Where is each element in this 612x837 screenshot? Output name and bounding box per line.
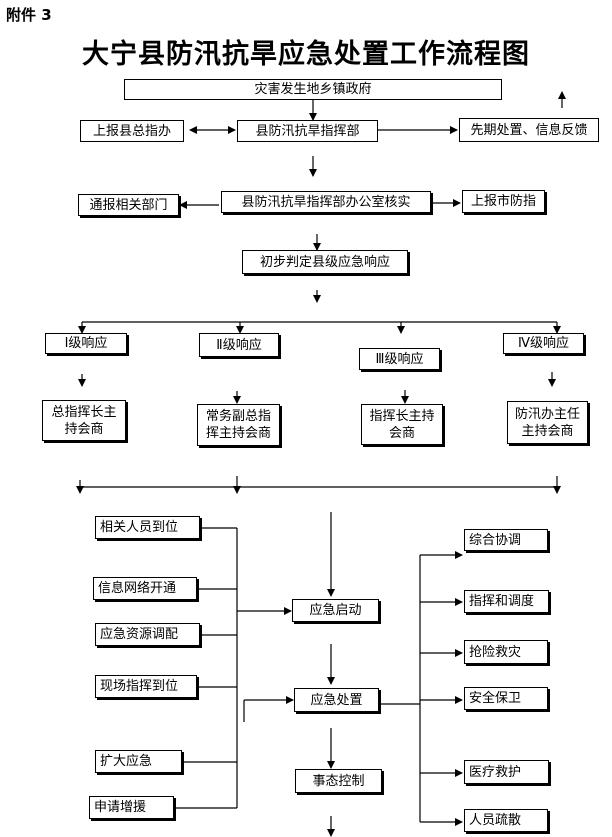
right-item-label: 安全保卫 bbox=[469, 691, 522, 706]
notify-departments-label: 通报相关部门 bbox=[89, 197, 168, 213]
level-3-action-label: 指挥长主持会商 bbox=[369, 408, 435, 441]
center-item-start: 应急启动 bbox=[292, 599, 379, 622]
right-item-command: 指挥和调度 bbox=[464, 590, 549, 613]
level-3-box: Ⅲ级响应 bbox=[359, 348, 440, 370]
center-item-label: 应急处置 bbox=[310, 692, 363, 708]
report-county-label: 上报县总指办 bbox=[92, 123, 171, 139]
right-item-label: 人员疏散 bbox=[469, 813, 522, 828]
right-item-label: 医疗救护 bbox=[469, 764, 522, 780]
right-item-label: 综合协调 bbox=[469, 532, 522, 548]
center-item-label: 应急启动 bbox=[309, 603, 362, 618]
left-item-label: 信息网络开通 bbox=[98, 581, 177, 596]
left-item-label: 现场指挥到位 bbox=[100, 679, 179, 694]
early-disposal-box: 先期处置、信息反馈 bbox=[459, 118, 599, 142]
level-4-action-label: 防汛办主任主持会商 bbox=[514, 406, 580, 439]
early-disposal-label: 先期处置、信息反馈 bbox=[470, 122, 588, 138]
report-city-box: 上报市防指 bbox=[462, 190, 545, 213]
page-title: 大宁县防汛抗旱应急处置工作流程图 bbox=[82, 39, 530, 70]
left-item-reinforcement: 申请增援 bbox=[89, 796, 174, 819]
left-item-label: 相关人员到位 bbox=[100, 520, 179, 535]
initial-judgment-box: 初步判定县级应急响应 bbox=[242, 250, 408, 274]
hq-office-verify-box: 县防汛抗旱指挥部办公室核实 bbox=[221, 191, 431, 213]
left-item-expand: 扩大应急 bbox=[95, 750, 182, 773]
right-item-medical: 医疗救护 bbox=[464, 760, 549, 784]
center-item-label: 事态控制 bbox=[312, 773, 365, 789]
right-item-label: 抢险救灾 bbox=[469, 644, 522, 660]
left-item-network: 信息网络开通 bbox=[93, 577, 197, 600]
level-2-action-label: 常务副总指挥主持会商 bbox=[205, 409, 271, 441]
center-item-disposal: 应急处置 bbox=[294, 688, 379, 712]
left-item-label: 扩大应急 bbox=[100, 754, 153, 769]
left-item-label: 申请增援 bbox=[94, 800, 147, 815]
report-county-box: 上报县总指办 bbox=[80, 120, 184, 142]
attachment-label: 附件 3 bbox=[6, 6, 52, 24]
township-government-label: 灾害发生地乡镇政府 bbox=[254, 82, 372, 97]
level-4-box: Ⅳ级响应 bbox=[503, 333, 584, 354]
level-4-label: Ⅳ级响应 bbox=[518, 336, 569, 351]
left-item-resources: 应急资源调配 bbox=[95, 623, 200, 646]
left-item-label: 应急资源调配 bbox=[100, 627, 179, 642]
hq-office-verify-label: 县防汛抗旱指挥部办公室核实 bbox=[241, 194, 411, 210]
initial-judgment-label: 初步判定县级应急响应 bbox=[259, 254, 390, 270]
level-2-box: Ⅱ级响应 bbox=[199, 333, 279, 357]
county-hq-box: 县防汛抗旱指挥部 bbox=[237, 120, 378, 142]
level-1-action-box: 总指挥长主持会商 bbox=[42, 400, 126, 441]
right-item-rescue: 抢险救灾 bbox=[464, 640, 548, 664]
level-3-label: Ⅲ级响应 bbox=[375, 351, 424, 367]
center-item-control: 事态控制 bbox=[295, 769, 382, 793]
level-2-action-box: 常务副总指挥主持会商 bbox=[197, 404, 280, 446]
level-2-label: Ⅱ级响应 bbox=[216, 337, 262, 353]
left-item-field-command: 现场指挥到位 bbox=[95, 675, 197, 698]
right-item-coordination: 综合协调 bbox=[464, 529, 548, 551]
level-3-action-box: 指挥长主持会商 bbox=[361, 404, 443, 445]
level-1-label: Ⅰ级响应 bbox=[64, 336, 108, 351]
level-1-action-label: 总指挥长主持会商 bbox=[51, 404, 117, 437]
left-item-personnel: 相关人员到位 bbox=[95, 516, 200, 539]
report-city-label: 上报市防指 bbox=[470, 194, 536, 209]
notify-departments-box: 通报相关部门 bbox=[78, 194, 179, 216]
right-item-security: 安全保卫 bbox=[464, 687, 548, 710]
right-item-label: 指挥和调度 bbox=[469, 594, 535, 609]
right-item-evacuation: 人员疏散 bbox=[464, 809, 548, 832]
township-government-box: 灾害发生地乡镇政府 bbox=[124, 79, 502, 100]
level-1-box: Ⅰ级响应 bbox=[45, 333, 127, 354]
level-4-action-box: 防汛办主任主持会商 bbox=[507, 401, 588, 444]
county-hq-label: 县防汛抗旱指挥部 bbox=[255, 123, 360, 139]
